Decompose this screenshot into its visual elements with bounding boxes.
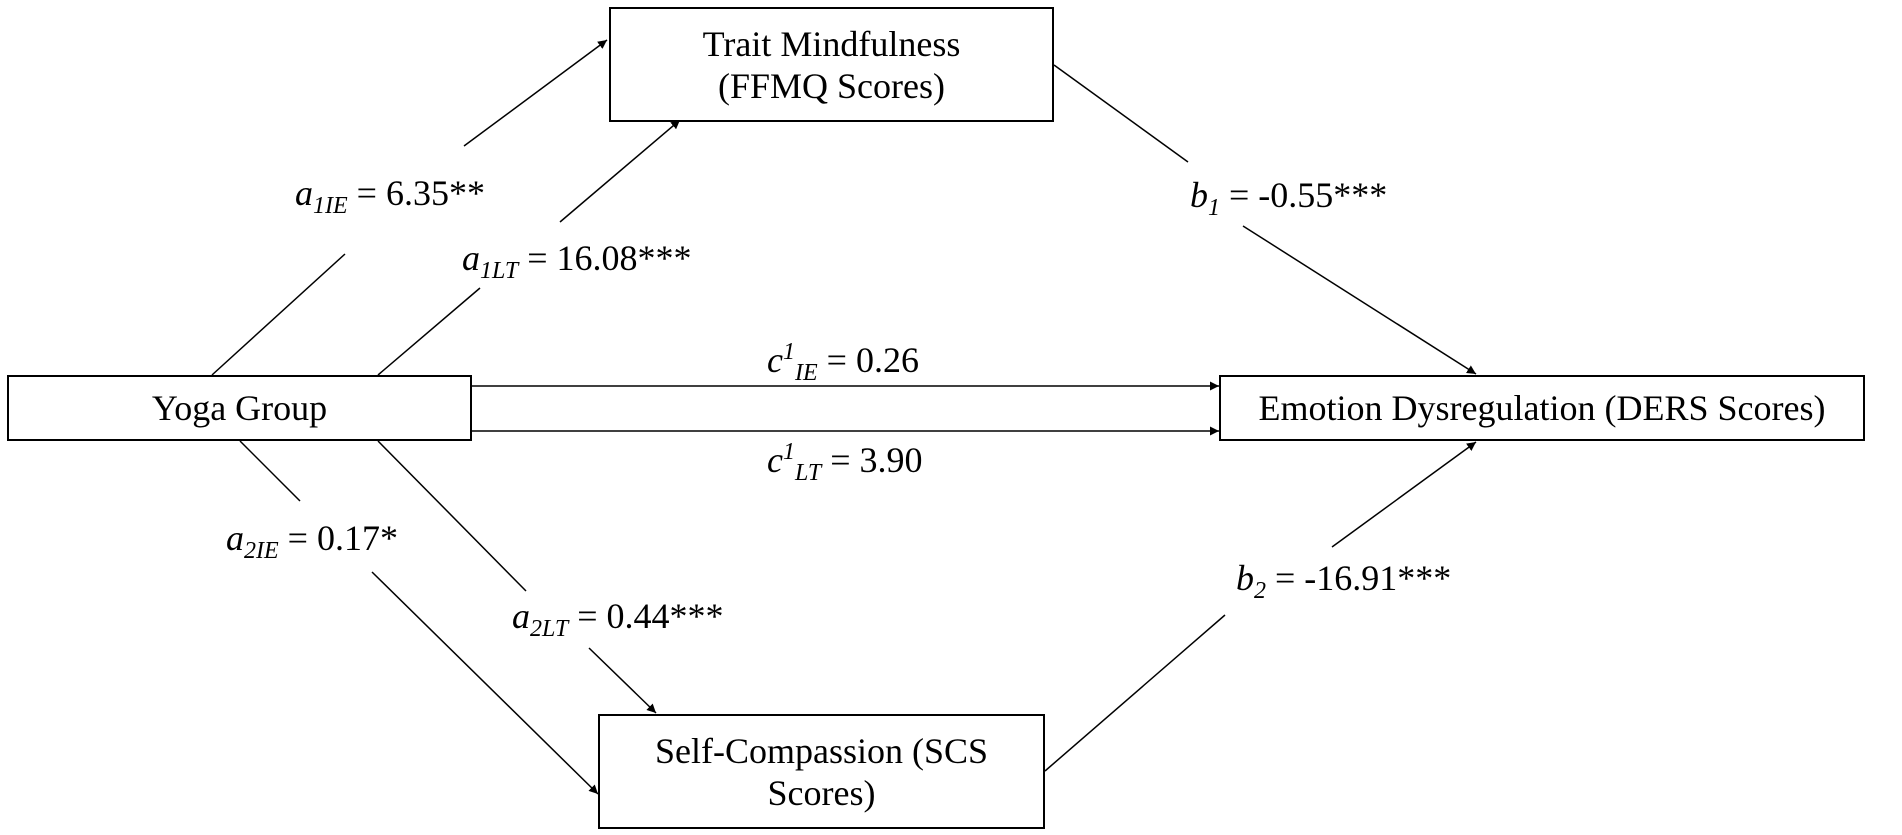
label-a1ie-sub: 1IE: [313, 193, 348, 220]
label-b2-sub: 2: [1254, 578, 1266, 605]
node-trait-mindfulness: Trait Mindfulness (FFMQ Scores): [609, 7, 1054, 122]
label-c1ie-var: c: [767, 340, 783, 380]
arrow-b2-segment1: [1044, 614, 1226, 772]
label-a1lt: a1LT = 16.08***: [462, 238, 692, 283]
node-self-line2: Scores): [767, 772, 876, 813]
arrow-a1lt-segment2: [559, 119, 681, 223]
label-a1lt-var: a: [462, 238, 480, 278]
node-trait-line1: Trait Mindfulness: [702, 23, 961, 64]
arrow-a2ie-segment1: [239, 440, 301, 502]
node-self-line1: Self-Compassion (SCS: [654, 730, 989, 771]
label-b2-value: = -16.91***: [1266, 558, 1452, 598]
label-c1lt-sub: LT: [794, 460, 822, 487]
label-a2lt-var: a: [512, 596, 530, 636]
label-a1lt-sub: 1LT: [480, 258, 519, 285]
label-c1lt-sup: 1: [782, 439, 795, 465]
arrow-a1lt-segment1: [377, 287, 481, 376]
label-b1-value: = -0.55***: [1220, 175, 1388, 215]
label-b1: b1 = -0.55***: [1190, 175, 1388, 220]
label-a2lt-value: = 0.44***: [568, 596, 724, 636]
label-b1-var: b: [1190, 175, 1208, 215]
label-a2ie: a2IE = 0.17*: [226, 518, 398, 563]
arrow-b1-segment2: [1242, 225, 1477, 375]
arrow-a1ie-segment1: [211, 253, 346, 376]
label-a2lt: a2LT = 0.44***: [512, 596, 724, 641]
label-a2ie-var: a: [226, 518, 244, 558]
label-a1ie-value: = 6.35**: [347, 173, 485, 213]
label-a1ie-var: a: [295, 173, 313, 213]
node-emotion-dysregulation: Emotion Dysregulation (DERS Scores): [1219, 375, 1865, 441]
label-c1ie-sub: IE: [794, 360, 818, 387]
label-c1ie-sup: 1: [782, 339, 795, 365]
arrow-a2lt-segment1: [377, 440, 527, 592]
arrow-a2lt-segment2: [588, 647, 657, 714]
label-c1ie: c1IE = 0.26: [767, 339, 919, 385]
label-a2ie-value: = 0.17*: [278, 518, 398, 558]
arrow-a2ie-segment2: [371, 571, 599, 795]
label-b2: b2 = -16.91***: [1236, 558, 1452, 603]
label-a1lt-value: = 16.08***: [518, 238, 692, 278]
arrow-b1-segment1: [1053, 64, 1189, 163]
label-b2-var: b: [1236, 558, 1254, 598]
arrow-a1ie-segment2: [463, 39, 608, 147]
label-a2lt-sub: 2LT: [530, 616, 569, 643]
label-c1ie-value: = 0.26: [817, 340, 919, 380]
label-c1lt-var: c: [767, 440, 783, 480]
label-c1lt-value: = 3.90: [821, 440, 923, 480]
label-a1ie: a1IE = 6.35**: [295, 173, 485, 218]
label-c1lt: c1LT = 3.90: [767, 439, 923, 485]
node-yoga-group: Yoga Group: [7, 375, 472, 441]
label-a2ie-sub: 2IE: [244, 538, 279, 565]
node-self-compassion: Self-Compassion (SCS Scores): [598, 714, 1045, 829]
node-yoga-label: Yoga Group: [151, 388, 328, 428]
label-b1-sub: 1: [1208, 195, 1220, 222]
node-trait-line2: (FFMQ Scores): [717, 65, 945, 106]
node-emotion-label: Emotion Dysregulation (DERS Scores): [1258, 388, 1826, 428]
arrow-b2-segment2: [1331, 441, 1477, 548]
